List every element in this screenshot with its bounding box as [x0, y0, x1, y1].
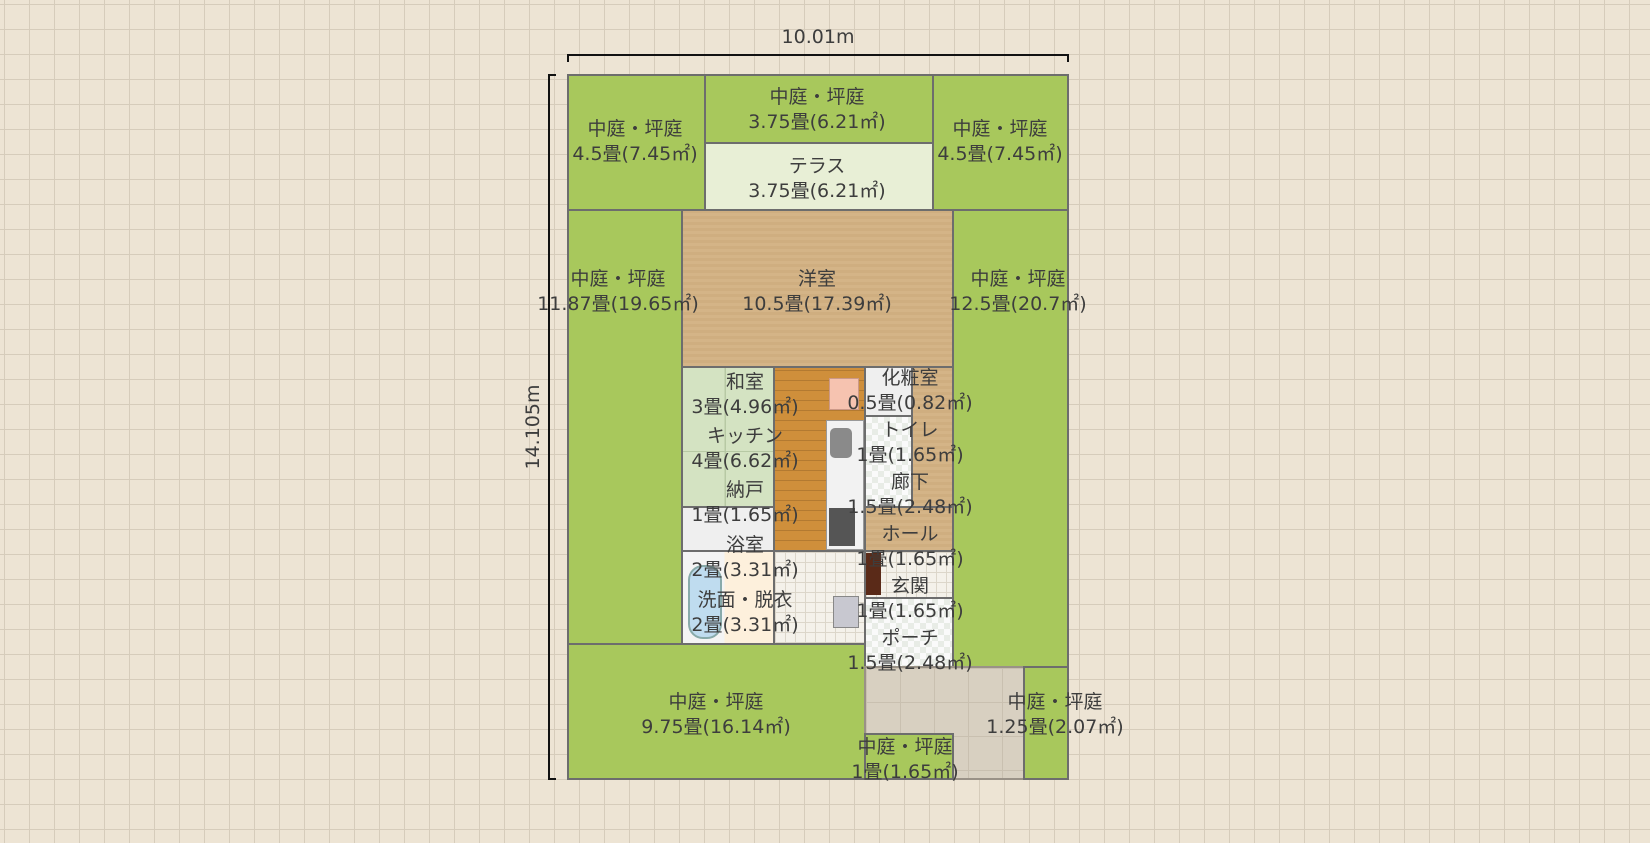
- fridge-icon: [829, 378, 859, 410]
- hallway[interactable]: [911, 366, 954, 508]
- stove-icon: [829, 508, 855, 546]
- garden-bottom-middle[interactable]: [864, 733, 954, 780]
- porch[interactable]: [864, 597, 954, 668]
- garden-top-right[interactable]: [932, 74, 1069, 211]
- height-dimension-label: 14.105m: [522, 384, 544, 470]
- garden-top-left[interactable]: [567, 74, 706, 211]
- toilet[interactable]: [864, 415, 913, 508]
- width-dimension-label: 10.01m: [781, 26, 855, 48]
- bathtub-icon: [688, 565, 722, 639]
- hall[interactable]: [864, 506, 954, 552]
- garden-top-middle[interactable]: [704, 74, 934, 144]
- washing-machine-icon: [833, 596, 859, 628]
- garden-left[interactable]: [567, 209, 683, 645]
- terrace[interactable]: [704, 142, 934, 211]
- garden-right[interactable]: [952, 209, 1069, 668]
- width-dimension-line: [567, 54, 1069, 62]
- western-room[interactable]: [681, 209, 954, 368]
- sink-icon: [830, 428, 852, 458]
- garden-bottom-right[interactable]: [1023, 666, 1069, 780]
- powder-room[interactable]: [864, 366, 913, 417]
- shoe-cabinet: [866, 553, 881, 595]
- japanese-room[interactable]: [681, 366, 775, 508]
- garden-bottom-left[interactable]: [567, 643, 866, 780]
- storage-room[interactable]: [681, 506, 775, 552]
- height-dimension-line: [548, 74, 556, 780]
